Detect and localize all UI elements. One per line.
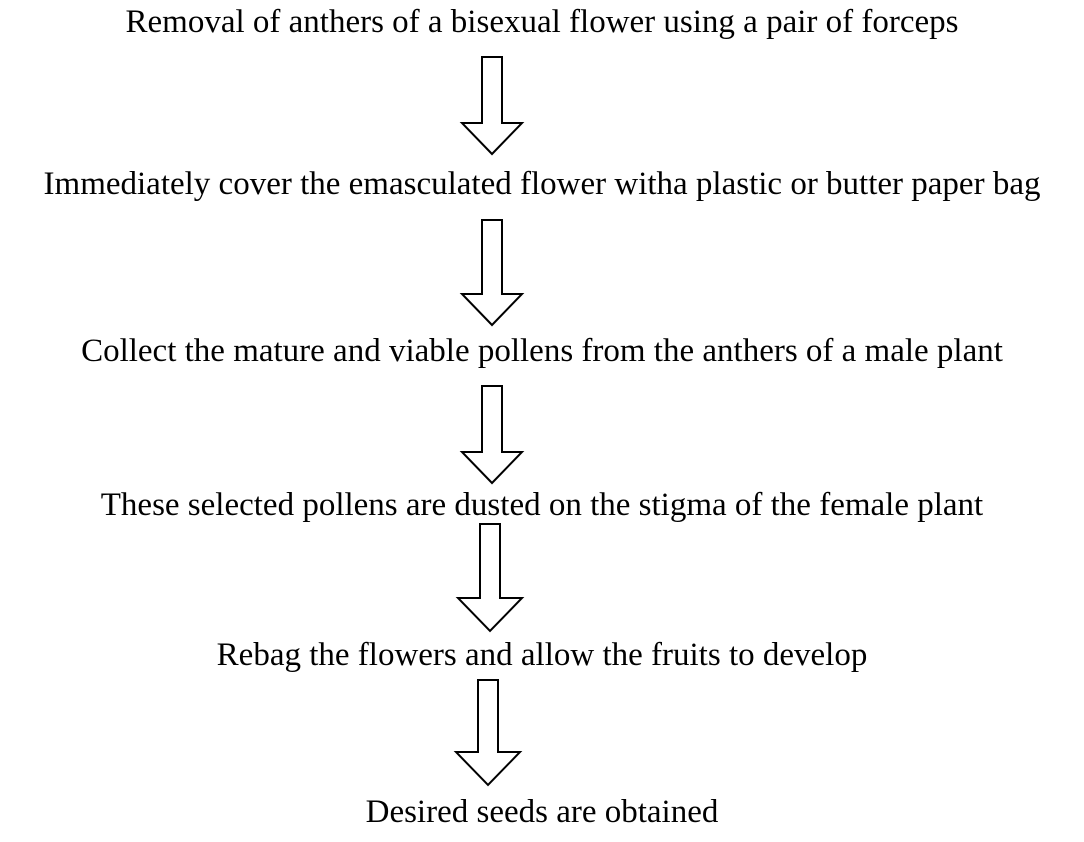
down-arrow-icon [453,679,523,787]
step-6-text: Desired seeds are obtained [365,794,719,830]
step-4-text: These selected pollens are dusted on the… [100,487,984,523]
down-arrow-icon [455,523,525,633]
down-arrow-icon [459,219,525,327]
step-1-text: Removal of anthers of a bisexual flower … [125,4,959,40]
down-arrow-icon [459,56,525,156]
step-3-text: Collect the mature and viable pollens fr… [81,333,1003,369]
step-5-text: Rebag the flowers and allow the fruits t… [216,637,868,673]
step-2-text: Immediately cover the emasculated flower… [43,166,1041,202]
down-arrow-icon [459,385,525,485]
